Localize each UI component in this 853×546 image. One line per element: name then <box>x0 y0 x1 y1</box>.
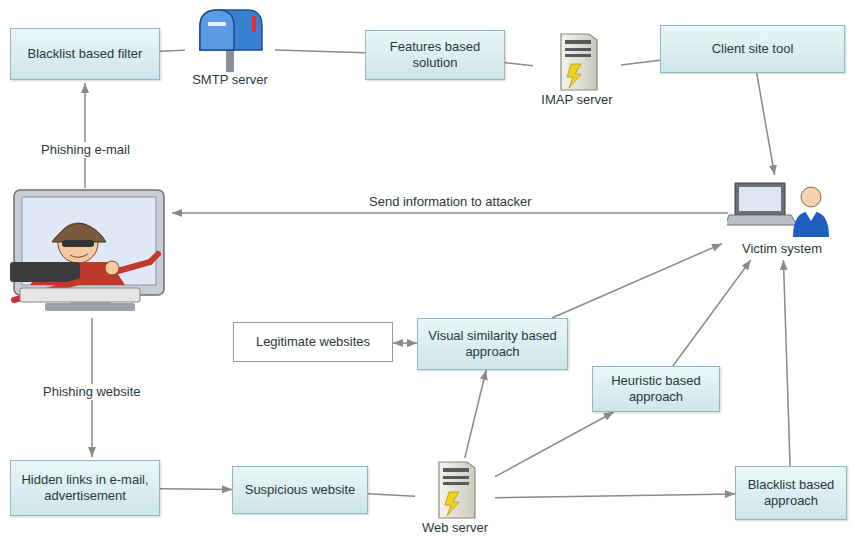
process-box: Hidden links in e-mail, advertisement <box>10 460 160 516</box>
node-text: Hidden links in e-mail, advertisement <box>19 472 151 504</box>
victim-icon <box>727 175 837 241</box>
node-text: IMAP server <box>541 92 612 108</box>
send-information-line <box>172 213 728 214</box>
process-box: Blacklist based filter <box>10 28 160 80</box>
drawing-part <box>200 10 234 50</box>
connector <box>160 50 185 51</box>
drawing-part <box>801 187 821 207</box>
drawing-part <box>793 211 829 237</box>
drawing-part <box>567 64 581 88</box>
process-box: Heuristic based approach <box>592 366 720 412</box>
node-text: Heuristic based approach <box>601 373 711 405</box>
process-box: Visual similarity based approach <box>417 318 568 370</box>
connector <box>275 50 365 53</box>
node-text: SMTP server <box>192 72 268 88</box>
node-text: Visual similarity based approach <box>426 328 559 360</box>
drawing-part <box>20 288 140 302</box>
connector <box>673 260 751 366</box>
drawing-part <box>565 48 591 51</box>
node-text: Victim system <box>742 241 822 257</box>
website-box: Legitimate websites <box>233 322 393 362</box>
connector <box>160 488 232 490</box>
drawing-part <box>105 261 119 275</box>
connector <box>495 494 735 498</box>
flow-label: Phishing e-mail <box>38 142 133 158</box>
drawing-part <box>443 482 469 485</box>
drawing-part <box>561 34 597 90</box>
drawing-part <box>565 54 591 57</box>
connector <box>393 342 417 344</box>
flow-label: Send information to attacker <box>366 194 535 210</box>
drawing-part <box>62 240 94 247</box>
drawing-part <box>739 187 781 211</box>
icon-node: IMAP server <box>533 30 621 111</box>
connector <box>465 370 486 458</box>
connector <box>552 244 722 318</box>
attacker-illustration <box>10 190 164 311</box>
process-box: Features based solution <box>365 30 505 80</box>
drawing-part <box>443 468 469 472</box>
icon-node: Victim system <box>722 175 842 260</box>
drawing-part <box>10 262 80 282</box>
node-text: Blacklist based approach <box>744 477 838 509</box>
drawing-part <box>805 211 817 221</box>
connector <box>368 494 415 497</box>
process-box: Suspicious website <box>232 466 368 514</box>
node-text: Client site tool <box>712 41 794 57</box>
drawing-part <box>208 22 226 26</box>
node-text: Web server <box>422 520 488 536</box>
server-icon <box>425 458 485 520</box>
icon-node: Web server <box>415 458 495 539</box>
drawing-part <box>172 212 728 214</box>
phishing-email-line <box>85 83 86 188</box>
icon-node: SMTP server <box>185 6 275 91</box>
drawing-part <box>150 254 158 262</box>
drawing-part <box>45 303 135 311</box>
connector <box>783 260 790 466</box>
node-text: Legitimate websites <box>256 334 370 350</box>
node-text: Suspicious website <box>245 482 356 498</box>
node-text: Blacklist based filter <box>28 46 143 62</box>
connector <box>757 73 775 175</box>
drawing-part <box>443 476 469 479</box>
drawing-part <box>252 16 256 32</box>
connector <box>505 63 533 66</box>
drawing-part <box>565 40 591 44</box>
drawing-part <box>70 254 88 257</box>
flow-label: Phishing website <box>40 384 144 400</box>
drawing-part <box>84 83 86 188</box>
drawing-part <box>445 492 459 516</box>
process-box: Client site tool <box>660 25 845 73</box>
drawing-part <box>727 215 797 225</box>
mailbox-icon <box>190 6 270 72</box>
node-text: Features based solution <box>374 39 496 71</box>
process-box: Blacklist based approach <box>735 466 847 520</box>
connector <box>621 60 660 65</box>
drawing-part <box>439 462 475 518</box>
drawing-part <box>200 10 262 50</box>
drawing-part <box>52 223 106 242</box>
drawing-part <box>735 183 785 215</box>
connector <box>495 412 614 477</box>
server-icon <box>547 30 607 92</box>
